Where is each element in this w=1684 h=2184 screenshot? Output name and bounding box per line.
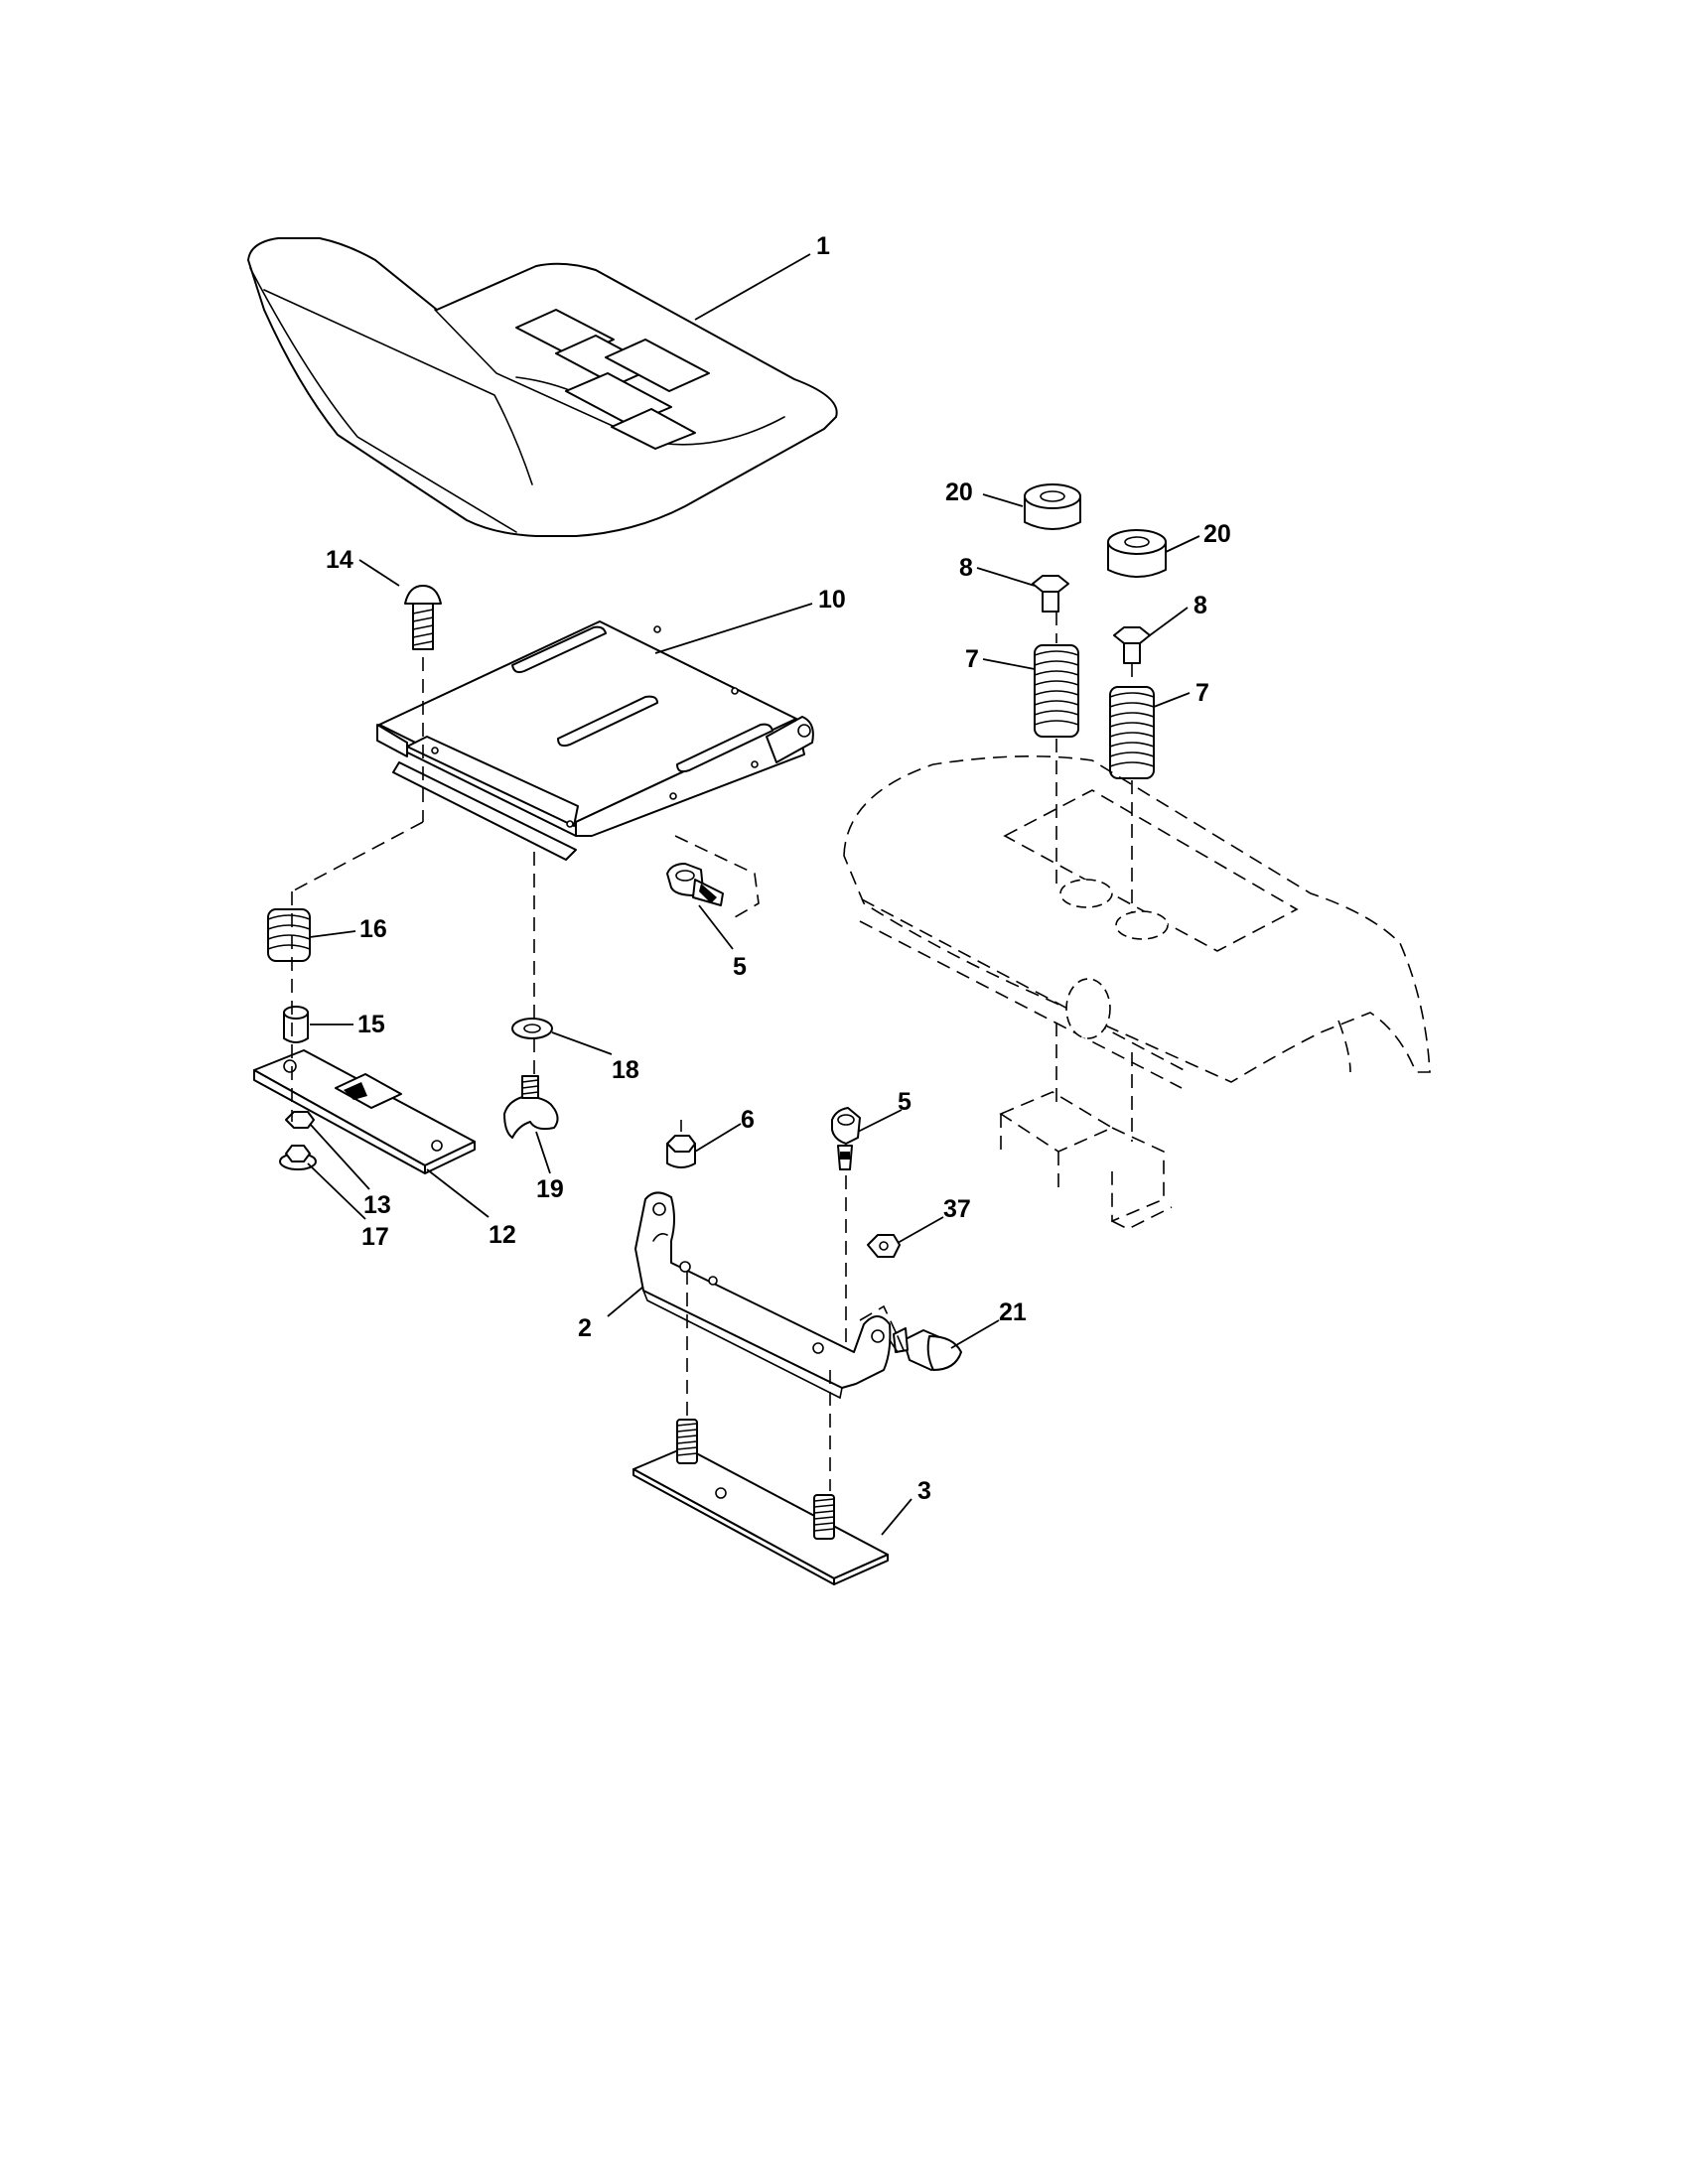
spacer-right xyxy=(1107,529,1167,578)
callout-13: 13 xyxy=(363,1191,391,1219)
flat-washer xyxy=(511,1018,553,1039)
callout-5-upper: 5 xyxy=(733,953,747,981)
callout-12: 12 xyxy=(489,1221,516,1249)
alignment-lines xyxy=(291,612,1133,1491)
callout-10: 10 xyxy=(818,586,846,614)
callout-2: 2 xyxy=(578,1314,592,1342)
callout-3: 3 xyxy=(917,1477,931,1505)
callout-14: 14 xyxy=(326,546,353,574)
shoulder-bolt-21 xyxy=(889,1327,962,1371)
hex-nut-37 xyxy=(867,1234,901,1258)
spacer-left xyxy=(1024,483,1081,530)
callout-37: 37 xyxy=(943,1195,971,1223)
callout-8-left: 8 xyxy=(959,554,973,582)
callout-7-right: 7 xyxy=(1195,679,1209,707)
callout-7-left: 7 xyxy=(965,645,979,673)
spring-right xyxy=(1109,686,1155,779)
hex-nut xyxy=(285,1111,315,1129)
carriage-bolt xyxy=(404,585,442,650)
seat-pan xyxy=(376,620,814,861)
callout-5-lower: 5 xyxy=(898,1088,912,1116)
flange-nut xyxy=(279,1145,317,1170)
callout-8-right: 8 xyxy=(1193,592,1207,619)
fender-reference-outline xyxy=(843,755,1431,1230)
shoulder-bolt-right xyxy=(1113,626,1151,664)
callout-20-left: 20 xyxy=(945,478,973,506)
callout-18: 18 xyxy=(612,1056,639,1084)
shoulder-bolt-left xyxy=(1032,575,1069,613)
seat xyxy=(247,237,838,537)
seat-adjustment-knob xyxy=(503,1075,559,1139)
callout-15: 15 xyxy=(357,1011,385,1038)
base-plate-with-studs xyxy=(632,1419,889,1585)
callout-16: 16 xyxy=(359,915,387,943)
compression-spring xyxy=(267,908,311,962)
bushing xyxy=(283,1006,309,1043)
callout-19: 19 xyxy=(536,1175,564,1203)
callout-17: 17 xyxy=(361,1223,389,1251)
callout-labels: 1 10 14 20 20 8 8 7 7 5 16 15 18 19 13 1… xyxy=(326,232,1231,1505)
callout-1: 1 xyxy=(816,232,830,260)
callout-21: 21 xyxy=(999,1298,1027,1326)
spring-left xyxy=(1034,644,1079,738)
seat-slide-bracket xyxy=(253,1049,476,1174)
callout-20-right: 20 xyxy=(1203,520,1231,548)
seat-latch-clip-lower xyxy=(831,1107,861,1170)
seat-mounting-bracket xyxy=(634,1191,892,1400)
lock-nut xyxy=(666,1135,696,1168)
seat-latch-clip-upper xyxy=(666,863,724,906)
leader-lines xyxy=(307,253,1200,1536)
callout-6: 6 xyxy=(741,1106,755,1134)
